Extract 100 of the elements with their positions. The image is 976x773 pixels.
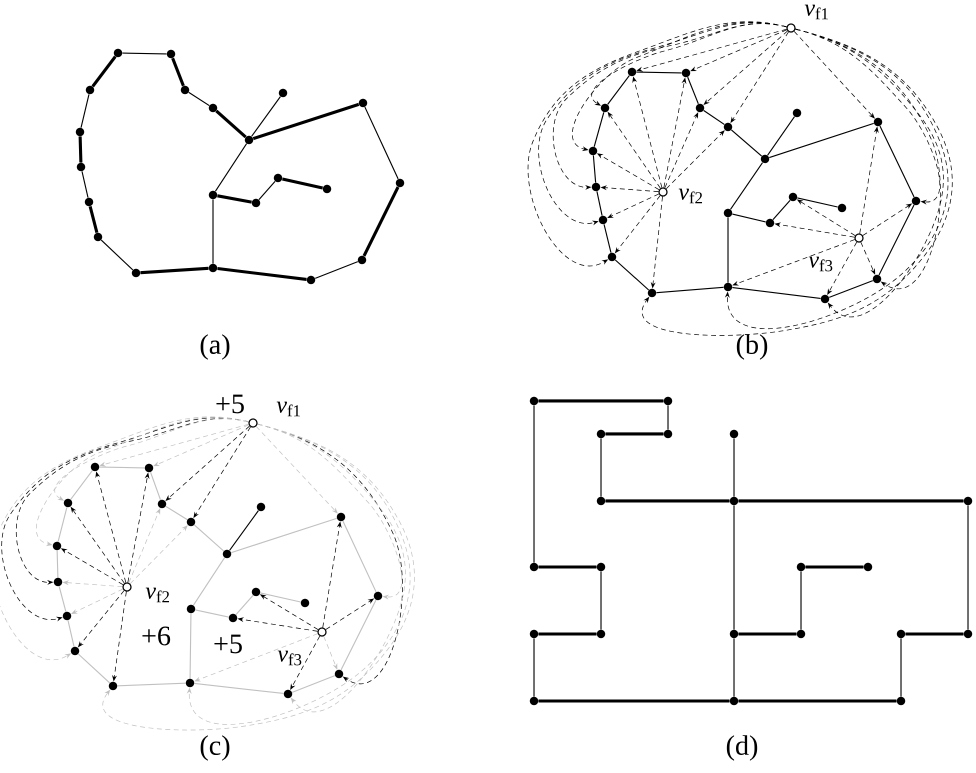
graph-edge — [731, 129, 762, 156]
vertex-dot — [530, 562, 538, 572]
graph-edge — [667, 405, 669, 430]
graph-edge — [727, 217, 729, 282]
vertex-dot — [964, 496, 972, 506]
graph-edge — [67, 620, 75, 647]
graph-edge — [314, 261, 358, 279]
vertex-label: v$_{f2}$ — [146, 588, 170, 602]
vertex-dot — [322, 184, 332, 194]
graph-edge — [738, 699, 897, 703]
graph-edge — [600, 571, 602, 630]
graph-edge — [533, 405, 535, 562]
vertex-dot — [596, 562, 606, 572]
graph-edge — [260, 592, 301, 603]
graph-edge — [730, 162, 763, 210]
graph-edge — [614, 260, 650, 290]
vertex-label: v$_{f3}$ — [808, 256, 832, 272]
graph-edge — [733, 505, 735, 630]
vertex-label: v$_{f1}$ — [804, 4, 828, 20]
graph-edge — [538, 699, 730, 703]
graph-edge — [732, 286, 821, 299]
graph-edge — [236, 594, 254, 615]
vertex-dot — [358, 98, 368, 108]
graph-edge — [342, 520, 377, 592]
graph-edge — [217, 194, 252, 204]
graph-edge — [340, 600, 376, 670]
graph-edge — [738, 632, 797, 636]
dashed-arrow — [642, 28, 953, 336]
graph-edge — [596, 191, 603, 216]
graph-edge — [600, 438, 602, 496]
graph-edge — [99, 466, 145, 468]
graph-edge — [533, 638, 535, 696]
vertex-dot — [132, 268, 140, 278]
graph-edge — [767, 116, 795, 156]
graph-edge — [80, 94, 90, 128]
vertex-dot — [598, 216, 608, 224]
vertex-dot — [872, 274, 882, 284]
graph-edge — [538, 632, 597, 636]
graph-edge — [192, 557, 226, 606]
graph-edge — [58, 586, 66, 612]
vertex-dot — [306, 276, 316, 284]
graph-edge — [828, 280, 874, 298]
graph-edge — [362, 186, 400, 257]
graph-edge — [594, 112, 604, 147]
vertex-dot — [86, 86, 94, 94]
vertex-dot — [664, 430, 672, 438]
vertex-dot — [760, 154, 770, 164]
graph-edge — [171, 58, 185, 86]
graph-edge — [166, 506, 188, 520]
vertex-dot — [208, 264, 218, 272]
vertex-dot — [530, 630, 538, 638]
graph-edge — [231, 518, 337, 554]
vertex-dot — [52, 542, 62, 550]
graph-edge — [800, 571, 802, 630]
graph-edge — [636, 72, 682, 74]
weight-label: +5 — [216, 394, 244, 414]
vertex-dot — [186, 604, 196, 614]
graph-edge — [292, 675, 336, 693]
graph-edge — [967, 505, 969, 630]
vertex-dot — [724, 208, 732, 218]
vertex-label: v$_{f1}$ — [276, 402, 300, 416]
dashed-arrow — [591, 23, 787, 106]
graph-edge — [251, 96, 281, 137]
vertex-dot — [820, 294, 830, 304]
vertex-dot — [94, 232, 102, 242]
vertex-dot — [64, 498, 72, 508]
vertex-dot — [70, 646, 80, 656]
vertex-dot — [186, 678, 194, 688]
graph-edge — [122, 52, 167, 54]
vertex-dot — [374, 592, 382, 600]
vertex-dot — [158, 500, 166, 508]
graph-edge — [733, 438, 735, 496]
graph-edge — [732, 213, 766, 222]
vertex-dot — [788, 192, 798, 202]
vertex-dot — [244, 136, 254, 144]
graph-edge — [252, 102, 360, 140]
vertex-dot — [252, 198, 260, 208]
dashed-arrow — [54, 418, 249, 501]
vertex-dot — [838, 204, 846, 212]
vertex-dot — [730, 430, 738, 438]
graph-edge — [738, 499, 964, 503]
vertex-dot — [596, 430, 606, 438]
graph-edge — [703, 110, 725, 125]
graph-edge — [258, 180, 276, 200]
graph-edge — [806, 565, 864, 569]
graph-edge — [215, 110, 247, 138]
vertex-dot — [696, 104, 704, 112]
graph-edge — [592, 155, 596, 183]
graph-edge — [538, 565, 597, 569]
graph-edge — [56, 550, 58, 578]
vertex-dot — [396, 178, 404, 188]
panel-caption: (b) — [736, 334, 768, 360]
graph-edge — [212, 199, 214, 264]
graph-edge — [190, 613, 192, 679]
vertex-label: v$_{f2}$ — [678, 188, 702, 204]
graph-edge — [607, 75, 630, 105]
weight-label: +6 — [142, 626, 170, 646]
vertex-dot — [896, 696, 906, 706]
graph-edge — [194, 682, 284, 694]
weight-label: +5 — [214, 634, 242, 654]
